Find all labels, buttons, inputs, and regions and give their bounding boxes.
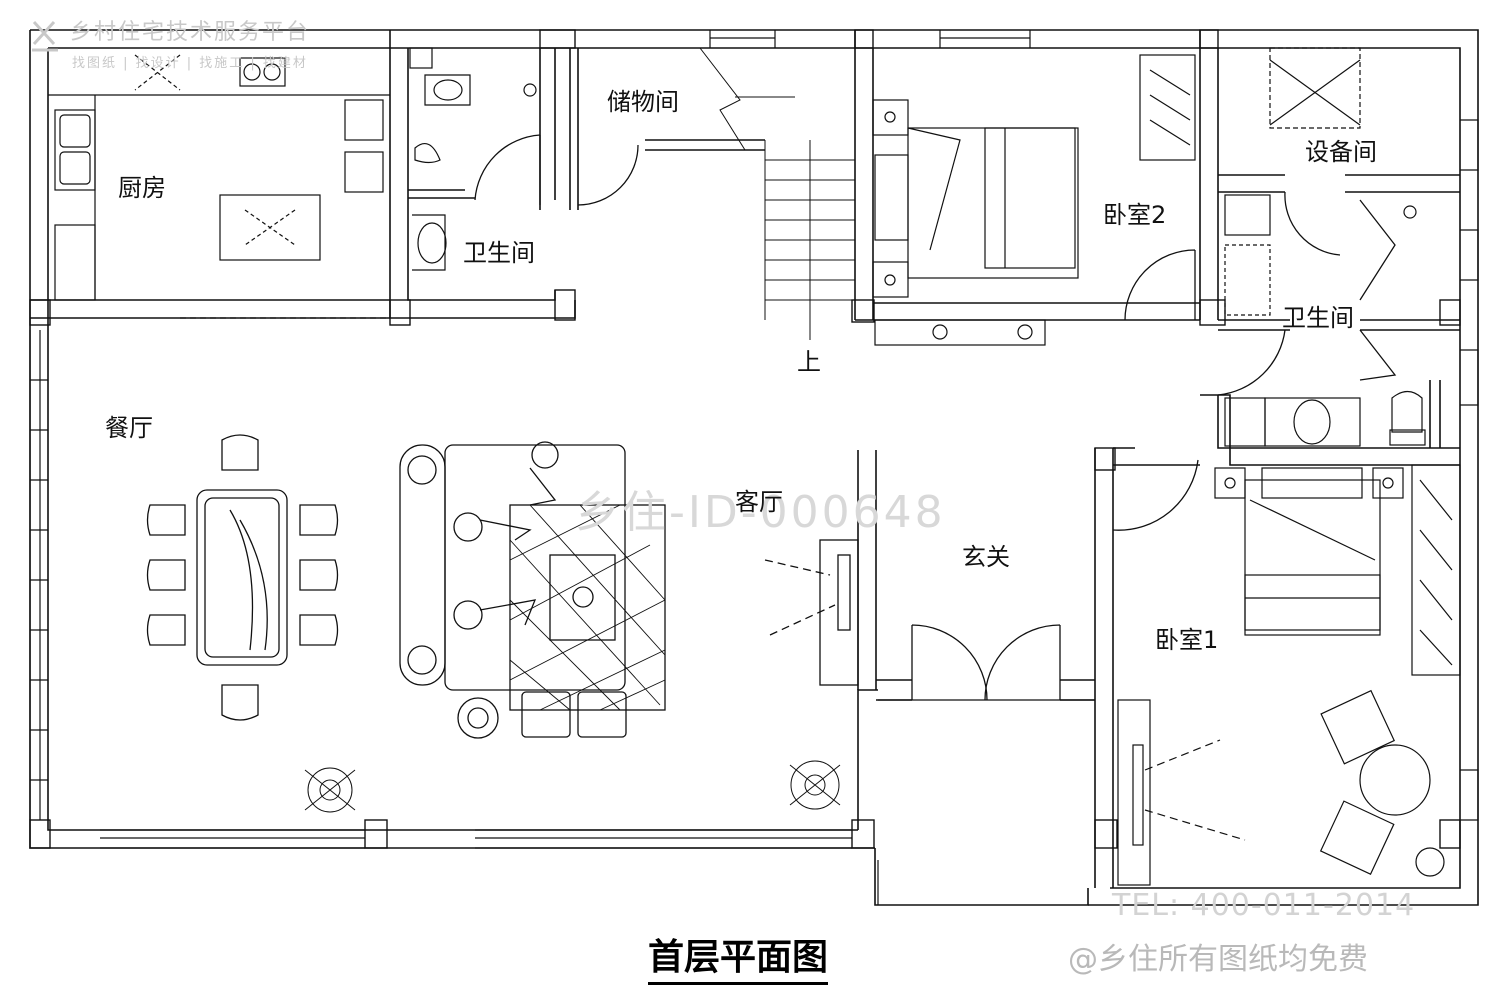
watermark-tagline: 找图纸 | 找设计 | 找施工 | 找建材 [72,56,308,71]
drawing-title: 首层平面图 [648,937,829,978]
platform-logo [32,20,58,52]
interior-walls [30,30,1460,888]
title-underline [648,982,828,985]
room-label-bedroom1: 卧室1 [1155,626,1219,654]
room-label-bathroom-right: 卫生间 [1282,304,1354,332]
room-label-dining: 餐厅 [105,414,153,442]
exterior-walls [29,29,1479,906]
columns [29,29,1461,849]
windows [29,30,1479,849]
room-label-equipment: 设备间 [1305,138,1377,166]
watermark-id: 乡住-ID-000648 [575,487,946,538]
bedroom1-furniture [1117,464,1461,886]
room-label-foyer: 玄关 [962,543,1010,571]
living-set [399,441,859,739]
room-label-living: 客厅 [735,488,783,516]
watermark-phone: TEL: 400-011-2014 [1112,888,1416,923]
watermark-free: @乡住所有图纸均免费 [1068,942,1368,977]
watermark-platform: 乡村住宅技术服务平台 [70,20,311,45]
dining-set [146,434,339,721]
bathroom-fixtures [409,47,1426,447]
kitchen-fixtures [48,54,390,301]
stair-up-label: 上 [797,348,821,376]
room-label-bedroom2: 卧室2 [1103,201,1167,229]
room-label-bathroom-top: 卫生间 [463,239,535,267]
doors [180,134,1397,701]
room-label-kitchen: 厨房 [118,174,166,202]
staircase [699,47,856,340]
bedroom2-furniture [872,54,1196,346]
entrance [877,699,1095,905]
plants [304,760,841,813]
room-label-storage: 储物间 [607,88,679,116]
